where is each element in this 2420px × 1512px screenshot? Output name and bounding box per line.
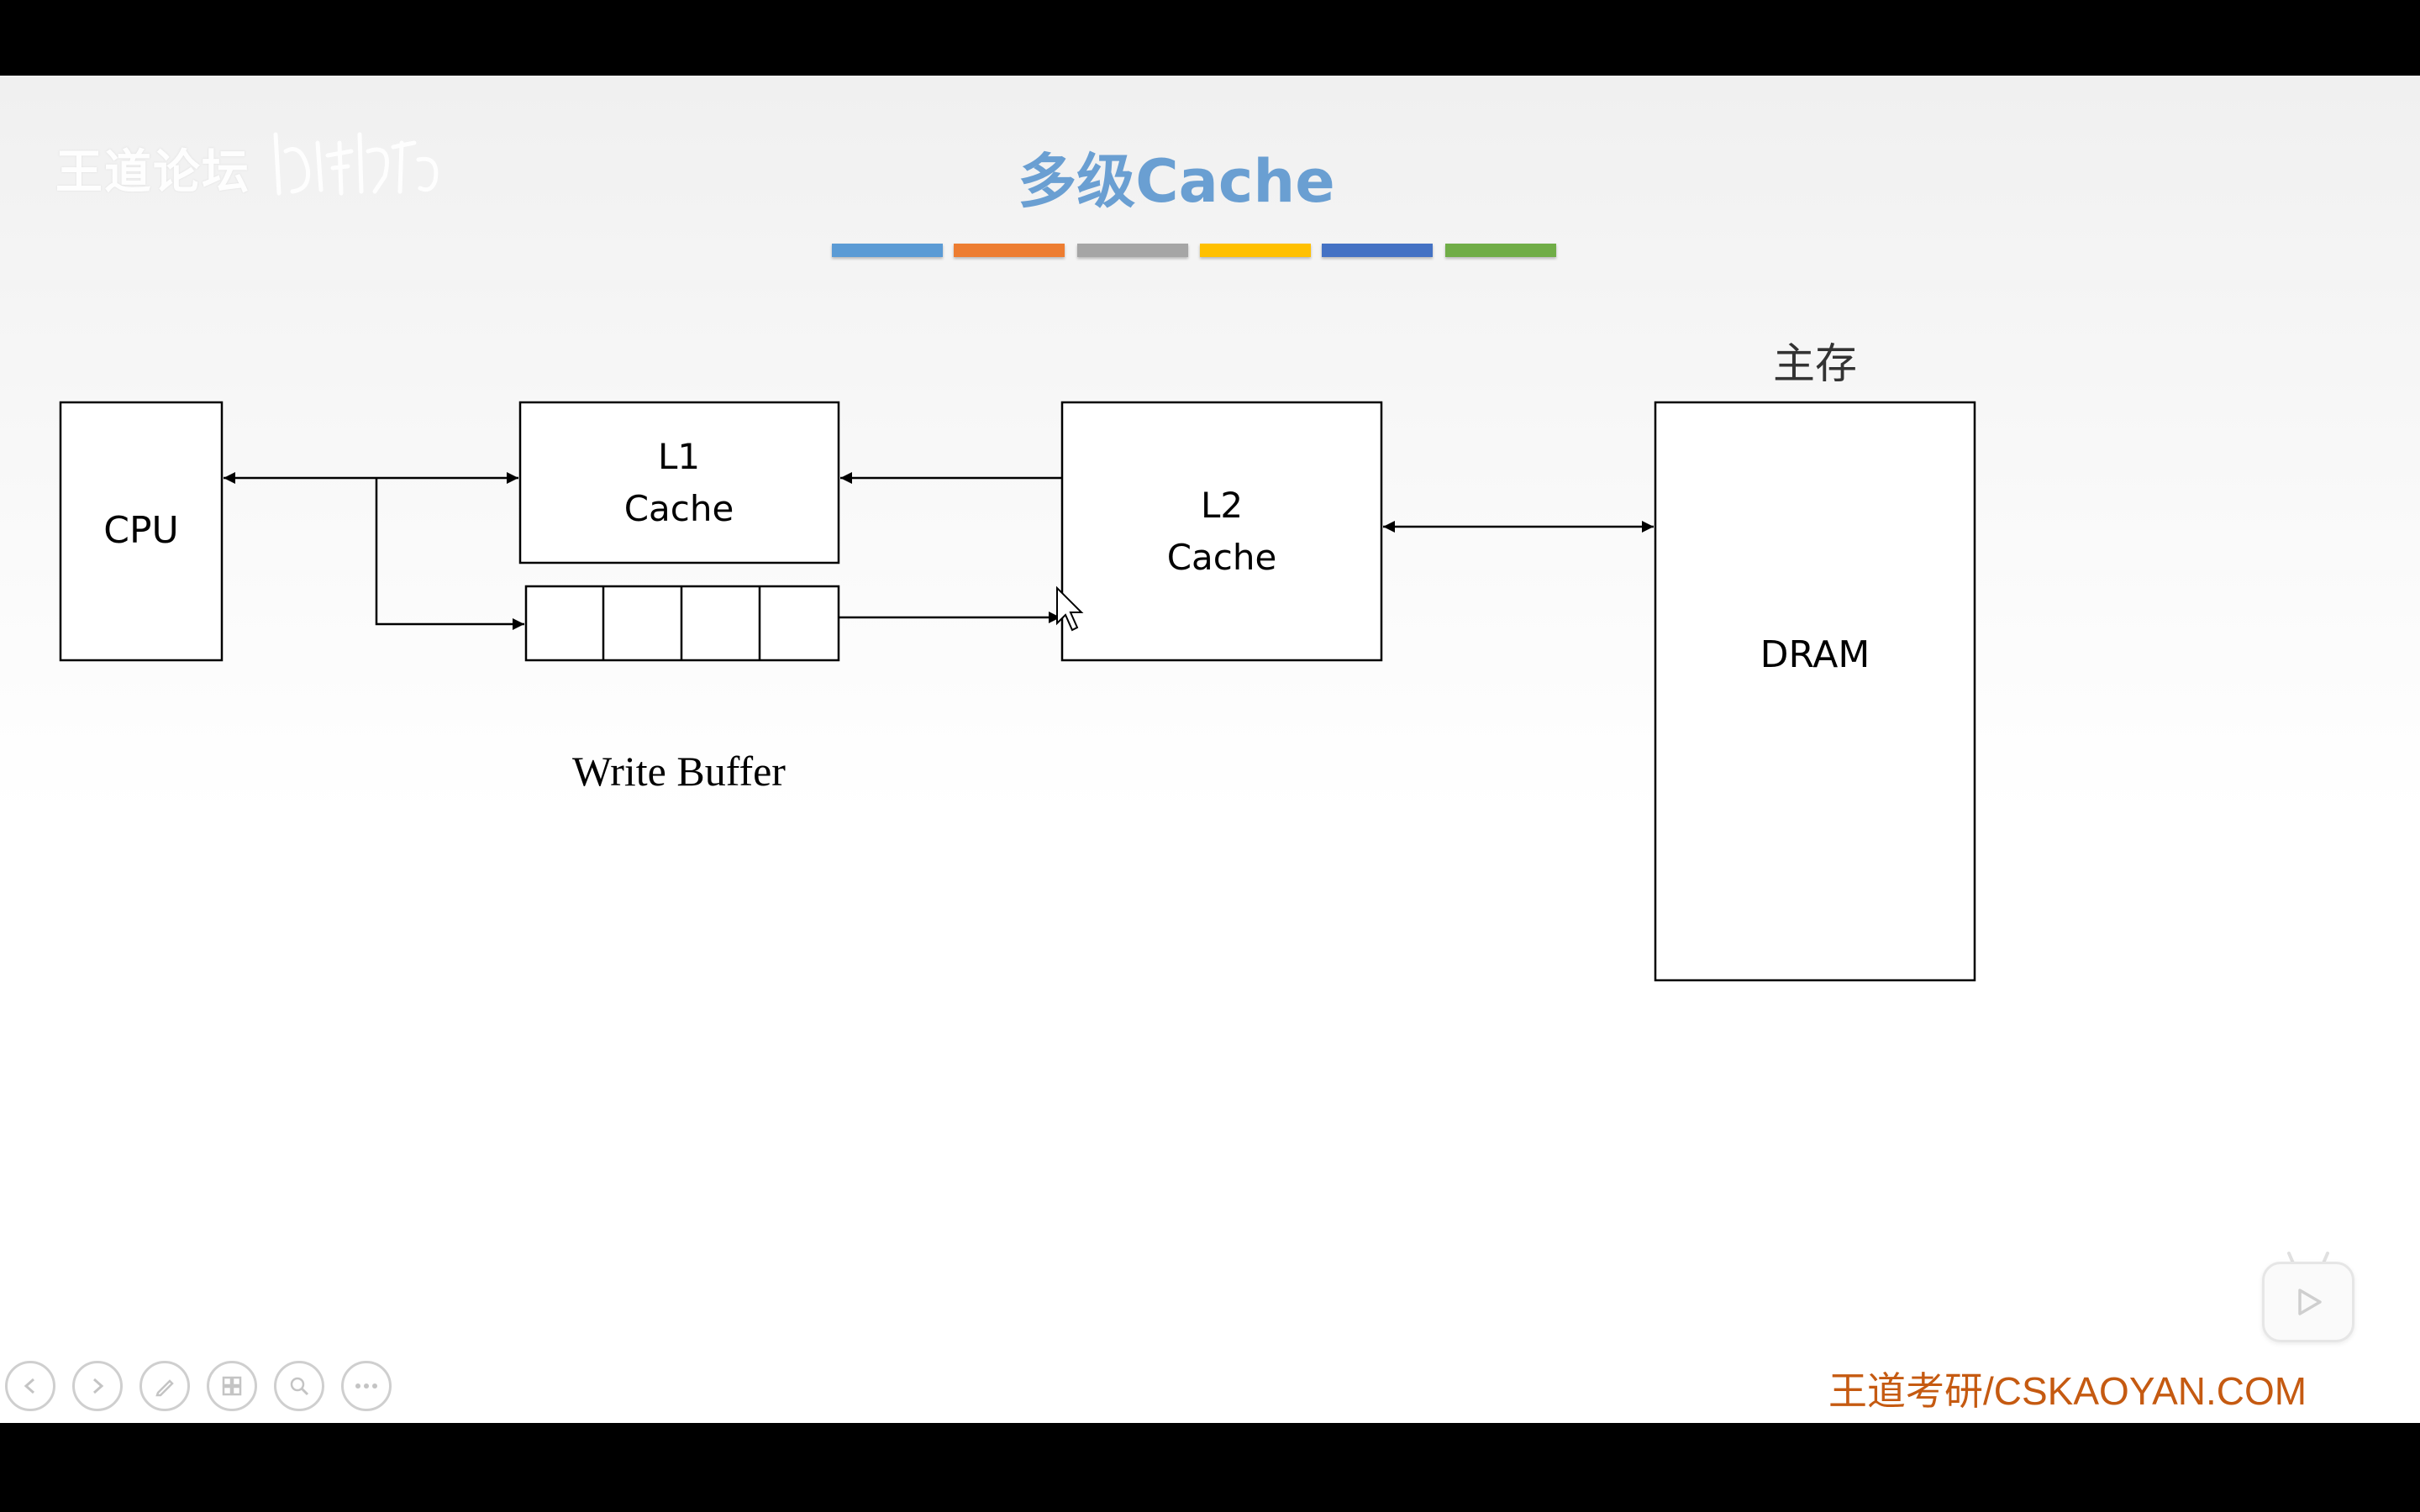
- play-button[interactable]: [2262, 1262, 2354, 1342]
- watermark: 王道论坛: [55, 145, 250, 200]
- letterbox-bottom: [0, 1423, 2420, 1512]
- title-bar-1: [832, 244, 943, 257]
- cpu-label: CPU: [103, 509, 178, 552]
- title-bar-2: [954, 244, 1065, 257]
- mouse-cursor-icon: [1056, 585, 1084, 632]
- l1-label-line2: Cache: [624, 488, 734, 529]
- write-buffer-label: Write Buffer: [572, 748, 786, 795]
- watermark-signature: [273, 132, 439, 196]
- back-icon[interactable]: [5, 1361, 55, 1411]
- dram-label: DRAM: [1760, 633, 1870, 676]
- title-bar-6: [1445, 244, 1556, 257]
- l2-cache-box: [1060, 401, 1383, 662]
- l2-label-line1: L2: [1201, 485, 1243, 526]
- dram-box: [1654, 401, 1976, 982]
- l1-label-line1: L1: [658, 436, 700, 477]
- footer-brand: 王道考研/CSKAOYAN.COM: [1828, 1369, 2307, 1413]
- cpu-box: [59, 401, 224, 662]
- pen-icon[interactable]: [139, 1361, 190, 1411]
- cache-diagram: CPU L1 Cache Write Buffer L2 Cache 主存 DR…: [59, 339, 1976, 982]
- more-icon[interactable]: [341, 1361, 392, 1411]
- main-memory-label: 主存: [1773, 339, 1857, 388]
- slide: 王道论坛 多级Cache CPU L1 Cache Write Buffer: [0, 76, 2420, 1423]
- slides-icon[interactable]: [207, 1361, 257, 1411]
- forward-icon[interactable]: [72, 1361, 123, 1411]
- letterbox-top: [0, 0, 2420, 76]
- slide-title: 多级Cache: [1018, 147, 1335, 216]
- l2-label-line2: Cache: [1167, 537, 1277, 578]
- l1-cache-box: [518, 401, 840, 564]
- title-bar-5: [1322, 244, 1433, 257]
- zoom-icon[interactable]: [274, 1361, 324, 1411]
- play-icon: [2298, 1289, 2322, 1315]
- title-bar-4: [1200, 244, 1311, 257]
- arrow-cpu-write-buffer: [375, 478, 524, 630]
- title-bar-3: [1077, 244, 1188, 257]
